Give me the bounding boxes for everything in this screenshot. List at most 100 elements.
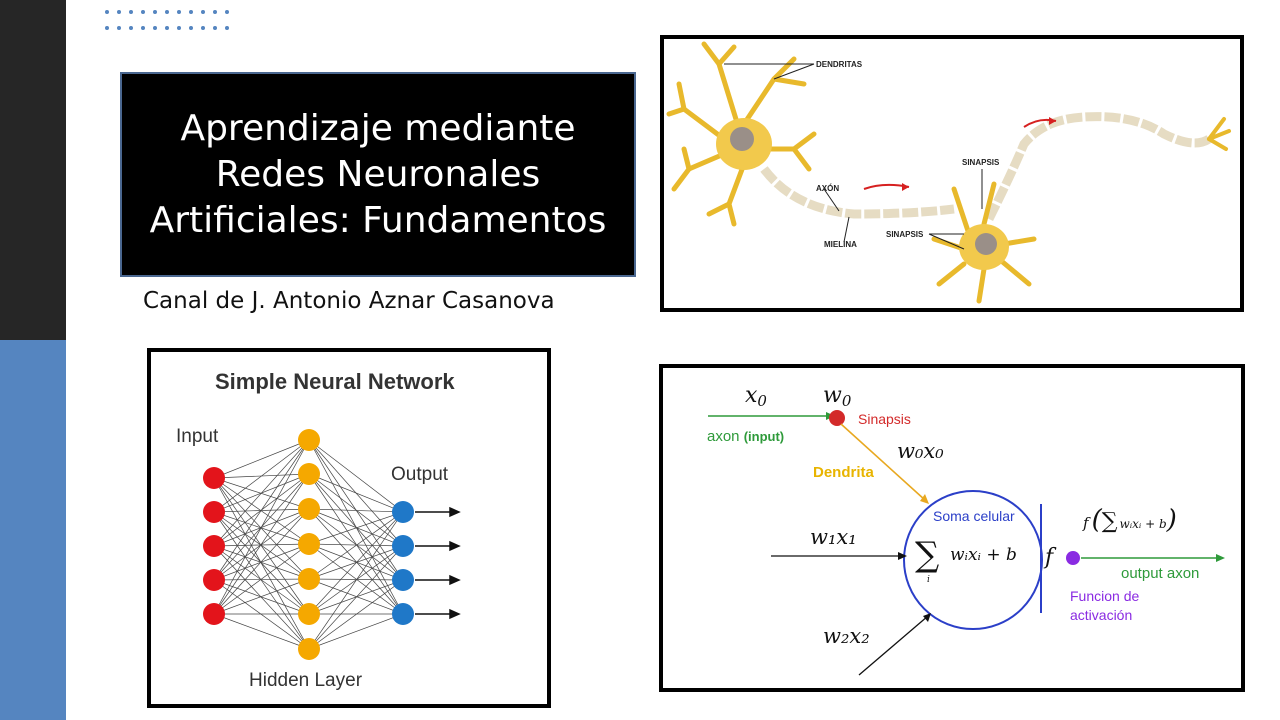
input-node <box>203 535 225 557</box>
nn-connection <box>308 511 404 650</box>
input-node <box>203 603 225 625</box>
nn-connection <box>308 543 404 547</box>
nn-connection <box>213 511 310 580</box>
funcion-label-2: activación <box>1070 607 1132 623</box>
nn-nodes <box>203 429 414 660</box>
nn-connections <box>213 439 404 650</box>
nn-arrow-head <box>449 506 461 518</box>
dark-side-bar <box>0 0 66 340</box>
nn-connection <box>213 613 310 650</box>
nn-connection <box>213 477 310 615</box>
nn-connection <box>213 439 310 615</box>
hidden-node <box>298 603 320 625</box>
nn-connection <box>213 578 310 581</box>
nn-connection <box>308 543 404 581</box>
f-sum-expression: f(∑wᵢxᵢ + b) <box>1082 505 1177 535</box>
nn-connection <box>213 543 310 547</box>
nn-connection <box>308 578 404 581</box>
nn-output-arrows <box>415 506 461 620</box>
svg-text:i: i <box>927 575 930 585</box>
f-label: f <box>1043 545 1057 570</box>
output-node <box>392 535 414 557</box>
nn-connection <box>308 545 404 650</box>
blue-side-bar <box>0 340 66 720</box>
title-line-2: Redes Neuronales <box>215 153 541 195</box>
soma-label: Soma celular <box>933 508 1015 524</box>
sum-symbol: ∑ <box>915 535 939 575</box>
nn-connection <box>213 545 310 650</box>
output-node <box>392 501 414 523</box>
nn-connection <box>308 511 404 615</box>
nn-connection <box>308 473 404 513</box>
dendrita-label: Dendrita <box>813 464 875 481</box>
slide-title-box: Aprendizaje mediante Redes Neuronales Ar… <box>120 72 636 277</box>
nn-connection <box>308 578 404 615</box>
nn-connection <box>213 477 310 545</box>
nn-connection <box>213 473 310 615</box>
soma-left <box>666 41 817 227</box>
output-node <box>392 569 414 591</box>
nn-connection <box>308 473 404 615</box>
nn-connection <box>308 473 404 547</box>
nn-connection <box>213 477 310 580</box>
nn-input-label: Input <box>176 426 219 447</box>
hidden-node <box>298 463 320 485</box>
nn-connection <box>213 578 310 615</box>
simple-nn-diagram: Simple Neural Network Input Output Hidde… <box>176 369 461 691</box>
nn-arrow-head <box>449 608 461 620</box>
nn-connection <box>213 511 310 615</box>
nn-title: Simple Neural Network <box>215 369 455 394</box>
w0-label: w0 <box>823 383 852 410</box>
neuron-illustration-frame: DENDRITAS AXÓN MIELINA SINAPSIS SINAPSIS <box>660 35 1244 312</box>
nn-connection <box>213 579 310 650</box>
nn-connection <box>213 439 310 547</box>
input-node <box>203 501 225 523</box>
hidden-node <box>298 498 320 520</box>
label-mielina: MIELINA <box>824 240 857 249</box>
nn-connection <box>213 543 310 615</box>
label-axon: AXÓN <box>816 184 839 193</box>
sum-expression: wᵢxᵢ + b <box>950 545 1017 565</box>
channel-subtitle: Canal de J. Antonio Aznar Casanova <box>143 288 555 314</box>
input-node <box>203 467 225 489</box>
output-node <box>392 603 414 625</box>
perceptron-frame: x0 w0 Sinapsis axon (input) w₀x₀ Dendrit… <box>659 364 1245 692</box>
label-sinapsis-top: SINAPSIS <box>962 158 1000 167</box>
decorative-dots <box>105 10 229 30</box>
nn-connection <box>213 439 310 513</box>
neuron-illustration: DENDRITAS AXÓN MIELINA SINAPSIS SINAPSIS <box>666 41 1231 304</box>
nn-output-label: Output <box>391 464 449 485</box>
synapse-node <box>829 410 845 426</box>
label-sinapsis-bottom: SINAPSIS <box>886 230 924 239</box>
output-axon-label: output axon <box>1121 565 1199 582</box>
w1x1-label: w₁x₁ <box>810 525 857 549</box>
nn-connection <box>308 511 404 580</box>
nn-connection <box>213 545 310 615</box>
nn-arrow-head <box>449 574 461 586</box>
axon-input-label: axon (input) <box>707 428 784 445</box>
nn-connection <box>213 439 310 581</box>
nn-connection <box>308 543 404 615</box>
title-line-3: Artificiales: Fundamentos <box>149 199 607 241</box>
w0x0-label: w₀x₀ <box>897 439 944 463</box>
nn-connection <box>213 511 310 545</box>
simple-nn-frame: Simple Neural Network Input Output Hidde… <box>147 348 551 708</box>
nn-connection <box>308 508 404 615</box>
input-node <box>203 569 225 591</box>
nn-connection <box>213 508 310 615</box>
sinapsis-label: Sinapsis <box>858 411 911 427</box>
nn-connection <box>308 511 404 545</box>
hidden-node <box>298 533 320 555</box>
label-dendritas: DENDRITAS <box>816 60 863 69</box>
perceptron-diagram: x0 w0 Sinapsis axon (input) w₀x₀ Dendrit… <box>707 383 1225 676</box>
nn-connection <box>308 473 404 581</box>
w2x2-label: w₂x₂ <box>823 624 870 648</box>
hidden-node <box>298 429 320 451</box>
nn-connection <box>308 508 404 547</box>
nn-connection <box>308 439 404 513</box>
funcion-label-1: Funcion de <box>1070 588 1139 604</box>
nn-hidden-label: Hidden Layer <box>249 670 363 691</box>
nn-connection <box>213 439 310 479</box>
nn-connection <box>213 545 310 580</box>
nn-connection <box>308 579 404 650</box>
